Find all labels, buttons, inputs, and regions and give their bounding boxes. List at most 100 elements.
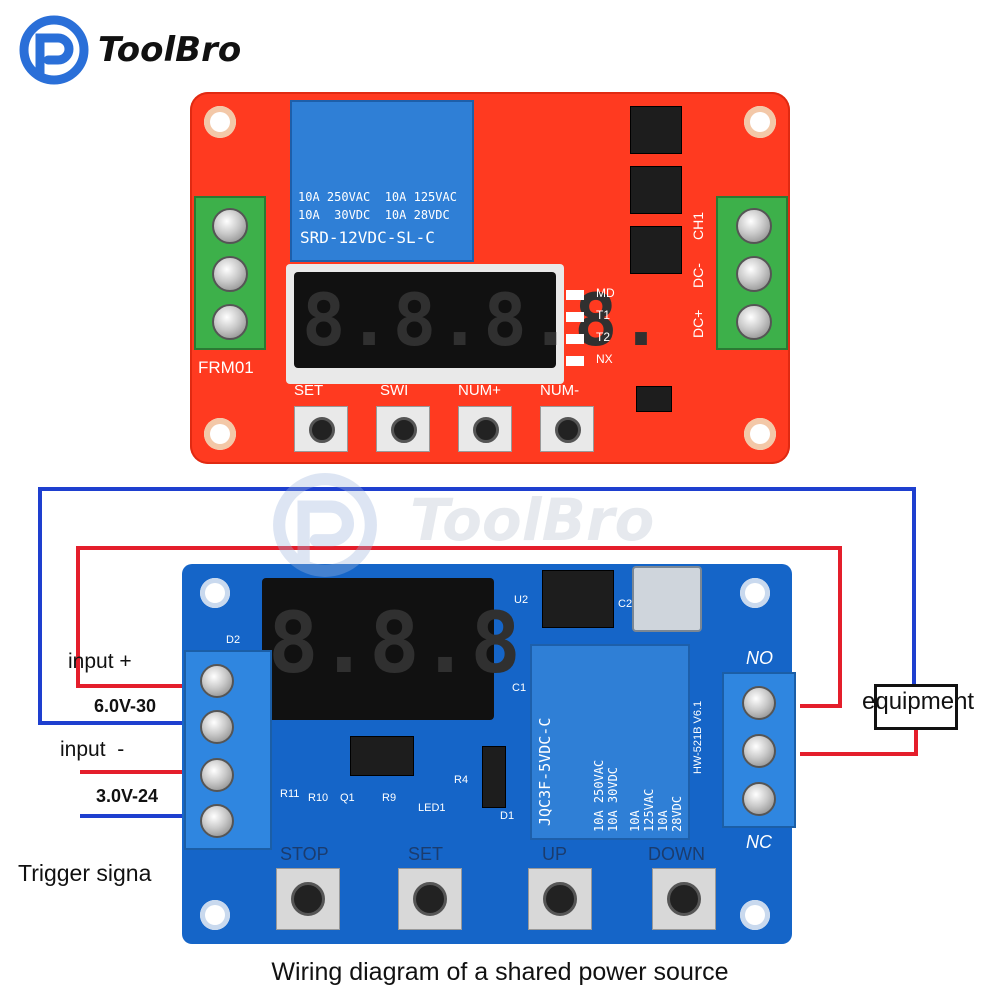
watermark-logo-icon [273,473,377,577]
wire-red-right [838,546,842,708]
mounting-hole [204,418,236,450]
led [566,356,584,366]
terminal-screw[interactable] [200,664,234,698]
terminal-screw[interactable] [212,304,248,340]
blue-relay-board: 8.8.8. U2 C2 D2 C1 R11 R10 Q1 R9 LED1 R4… [182,564,796,944]
wire-red-minus [80,770,190,774]
model-label: FRM01 [198,358,254,377]
mounting-hole [204,106,236,138]
terminal-screw[interactable] [736,304,772,340]
terminal-screw[interactable] [200,758,234,792]
mounting-hole [200,900,230,930]
down-button[interactable] [652,868,716,930]
set-button[interactable] [294,406,348,452]
display-frame: 8.8.8.8. [286,264,663,384]
button-label: DOWN [648,844,705,864]
mounting-hole [740,900,770,930]
nc-contact-label: NC [746,832,772,852]
optocoupler [350,736,414,776]
component-label: D2 [226,634,241,646]
brand-logo: ToolBro [18,14,258,85]
equipment-box [874,684,958,730]
wire-blue-top [38,487,916,491]
terminal-label: CH1 [690,211,706,240]
button-label: STOP [280,844,329,864]
button-cap [309,417,335,443]
button-label: SET [294,382,324,399]
voltage-plus-label: 6.0V-30 [94,696,157,716]
indicator-leds: MD T1 T2 NX [566,284,626,374]
component-label: R11 [280,788,300,800]
trigger-label: Trigger signa [18,860,152,886]
terminal-label: DC- [690,263,706,288]
logo-mark-icon [19,15,89,85]
wire-red-equip-nc [800,752,918,756]
wire-red-equip-down [914,724,918,756]
display-digits: 8.8.8. [268,594,572,692]
wire-red-top [76,546,842,550]
equipment-label: equipment [862,688,975,715]
button-cap [667,882,701,916]
transistor [636,386,672,412]
terminal-screw[interactable] [212,208,248,244]
up-button[interactable] [528,868,592,930]
board-id: HW-521B V6.1 [692,700,704,774]
component-label: R10 [308,792,329,804]
watermark: ToolBro [270,470,750,577]
num-minus-button[interactable] [540,406,594,452]
relay-spec-line: 10A 125VAC 10A 28VDC [628,788,684,832]
button-cap [413,882,447,916]
component-label: C1 [512,682,527,694]
terminal-screw[interactable] [742,782,776,816]
terminal-screw[interactable] [200,710,234,744]
mounting-hole [744,418,776,450]
terminal-screw[interactable] [742,686,776,720]
num-plus-button[interactable] [458,406,512,452]
component-label: C2 [618,598,633,610]
indicator-label: NX [596,352,613,366]
button-cap [473,417,499,443]
terminal-screw[interactable] [200,804,234,838]
input-minus-label: input - [60,738,125,761]
three-digit-display: 8.8.8. [262,578,572,720]
button-cap [391,417,417,443]
terminal-label: DC+ [690,309,706,338]
ic-chip [630,226,682,274]
component-label: R4 [454,774,469,786]
terminal-screw[interactable] [212,256,248,292]
logo-text: ToolBro [98,30,242,70]
no-contact-label: NO [746,648,773,668]
wire-blue-right [912,487,916,687]
relay-model: JQC3F-5VDC-C [536,717,554,826]
wire-blue-trigger [80,814,190,818]
relay-module: 10A 250VAC 10A 125VAC 10A 30VDC 10A 28VD… [290,100,474,262]
button-label: SET [408,844,444,864]
ic-chip [630,166,682,214]
wire-red-left [76,546,80,688]
led [566,290,584,300]
component-label: U2 [514,594,529,606]
relay-module: JQC3F-5VDC-C 10A 250VAC 10A 30VDC 10A 12… [530,644,690,840]
watermark-text: ToolBro [410,486,655,554]
voltage-regulator [542,570,614,628]
wire-blue-input [38,721,188,725]
red-relay-board: 10A 250VAC 10A 125VAC 10A 30VDC 10A 28VD… [190,92,790,464]
left-terminal-block [194,196,266,350]
terminal-screw[interactable] [736,256,772,292]
terminal-screw[interactable] [742,734,776,768]
four-digit-display: 8.8.8.8. [294,272,663,368]
mounting-hole [740,578,770,608]
relay-model: SRD-12VDC-SL-C [300,228,435,247]
component-label: Q1 [340,792,355,804]
wire-red-no [800,704,842,708]
usb-c-port [632,566,702,632]
stop-button[interactable] [276,868,340,930]
mounting-hole [744,106,776,138]
button-label: NUM+ [458,382,501,399]
swi-button[interactable] [376,406,430,452]
voltage-minus-label: 3.0V-24 [96,786,159,806]
mounting-hole [200,578,230,608]
button-cap [291,882,325,916]
set-button[interactable] [398,868,462,930]
terminal-screw[interactable] [736,208,772,244]
